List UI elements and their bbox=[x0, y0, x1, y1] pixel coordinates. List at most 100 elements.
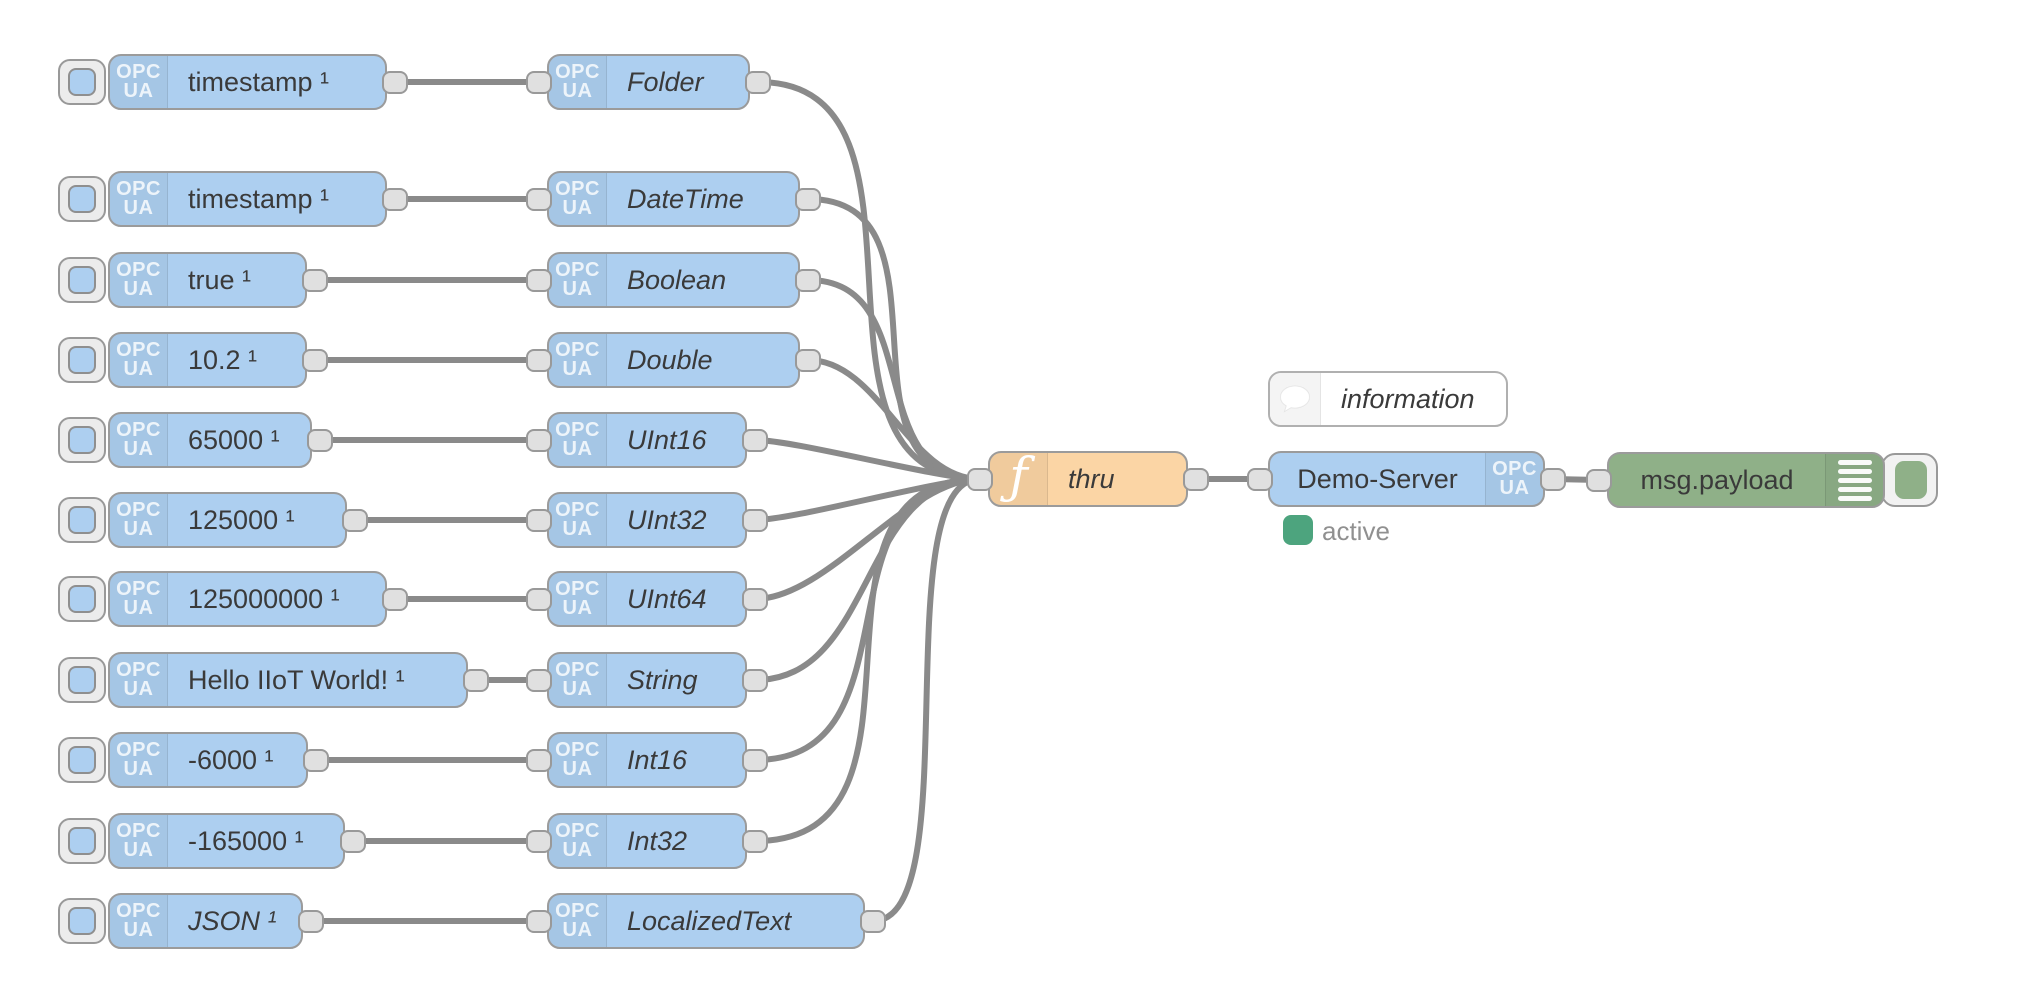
inject-button-inner[interactable] bbox=[68, 827, 96, 855]
wire[interactable] bbox=[754, 437, 981, 482]
output-port[interactable] bbox=[795, 269, 821, 292]
inject-button[interactable] bbox=[58, 337, 106, 383]
input-port[interactable] bbox=[526, 349, 552, 372]
inject-button-inner[interactable] bbox=[68, 68, 96, 96]
opcua-badge-line1: OPC bbox=[555, 659, 600, 681]
output-port[interactable] bbox=[745, 71, 771, 94]
input-port[interactable] bbox=[526, 910, 552, 933]
output-port[interactable] bbox=[340, 830, 366, 853]
output-port[interactable] bbox=[302, 269, 328, 292]
output-port[interactable] bbox=[1540, 468, 1566, 491]
comment-bubble-icon bbox=[1270, 373, 1321, 425]
inject-button-inner[interactable] bbox=[68, 185, 96, 213]
input-port[interactable] bbox=[526, 830, 552, 853]
output-port[interactable] bbox=[463, 669, 489, 692]
debug-node[interactable]: msg.payload bbox=[1607, 452, 1885, 508]
inject-button-inner[interactable] bbox=[68, 746, 96, 774]
input-port[interactable] bbox=[526, 588, 552, 611]
input-port[interactable] bbox=[1247, 468, 1273, 491]
output-port[interactable] bbox=[742, 749, 768, 772]
output-port[interactable] bbox=[382, 71, 408, 94]
output-port[interactable] bbox=[742, 588, 768, 611]
input-port[interactable] bbox=[967, 468, 993, 491]
input-port[interactable] bbox=[526, 749, 552, 772]
node-label: -165000 ¹ bbox=[188, 825, 304, 856]
output-port[interactable] bbox=[742, 509, 768, 532]
opcua-badge-line2: UA bbox=[562, 80, 593, 102]
output-port[interactable] bbox=[1183, 468, 1209, 491]
input-port[interactable] bbox=[526, 669, 552, 692]
wire[interactable] bbox=[754, 476, 981, 844]
inject-button-inner[interactable] bbox=[68, 346, 96, 374]
inject-button-inner[interactable] bbox=[68, 666, 96, 694]
opcua-badge-line1: OPC bbox=[116, 900, 161, 922]
inject-button-inner[interactable] bbox=[68, 907, 96, 935]
wire[interactable] bbox=[872, 476, 981, 924]
output-port[interactable] bbox=[302, 349, 328, 372]
input-port[interactable] bbox=[526, 509, 552, 532]
output-port[interactable] bbox=[860, 910, 886, 933]
comment-node[interactable]: information bbox=[1268, 371, 1508, 427]
input-port[interactable] bbox=[526, 269, 552, 292]
inject-button-inner[interactable] bbox=[68, 266, 96, 294]
wire[interactable] bbox=[757, 79, 981, 482]
input-port[interactable] bbox=[526, 188, 552, 211]
node-label: JSON ¹ bbox=[188, 905, 277, 936]
inject-button-inner[interactable] bbox=[68, 585, 96, 613]
output-port[interactable] bbox=[795, 349, 821, 372]
opcua-badge-line1: OPC bbox=[555, 61, 600, 83]
output-port[interactable] bbox=[298, 910, 324, 933]
debug-toggle-inner[interactable] bbox=[1895, 461, 1927, 499]
debug-list-icon bbox=[1825, 454, 1883, 506]
output-port[interactable] bbox=[303, 749, 329, 772]
output-port[interactable] bbox=[307, 429, 333, 452]
opcua-badge-line1: OPC bbox=[555, 339, 600, 361]
opcua-badge-line1: OPC bbox=[1492, 458, 1537, 480]
inject-button-inner[interactable] bbox=[68, 426, 96, 454]
output-port[interactable] bbox=[382, 188, 408, 211]
output-port[interactable] bbox=[795, 188, 821, 211]
input-port[interactable] bbox=[526, 71, 552, 94]
output-port[interactable] bbox=[742, 669, 768, 692]
output-port[interactable] bbox=[342, 509, 368, 532]
opcua-badge-line1: OPC bbox=[555, 820, 600, 842]
input-port[interactable] bbox=[526, 429, 552, 452]
wire[interactable] bbox=[807, 196, 981, 482]
inject-button-inner[interactable] bbox=[68, 506, 96, 534]
output-port[interactable] bbox=[742, 830, 768, 853]
output-port[interactable] bbox=[382, 588, 408, 611]
output-port[interactable] bbox=[742, 429, 768, 452]
input-port[interactable] bbox=[1586, 469, 1612, 492]
opcua-badge-line2: UA bbox=[562, 197, 593, 219]
